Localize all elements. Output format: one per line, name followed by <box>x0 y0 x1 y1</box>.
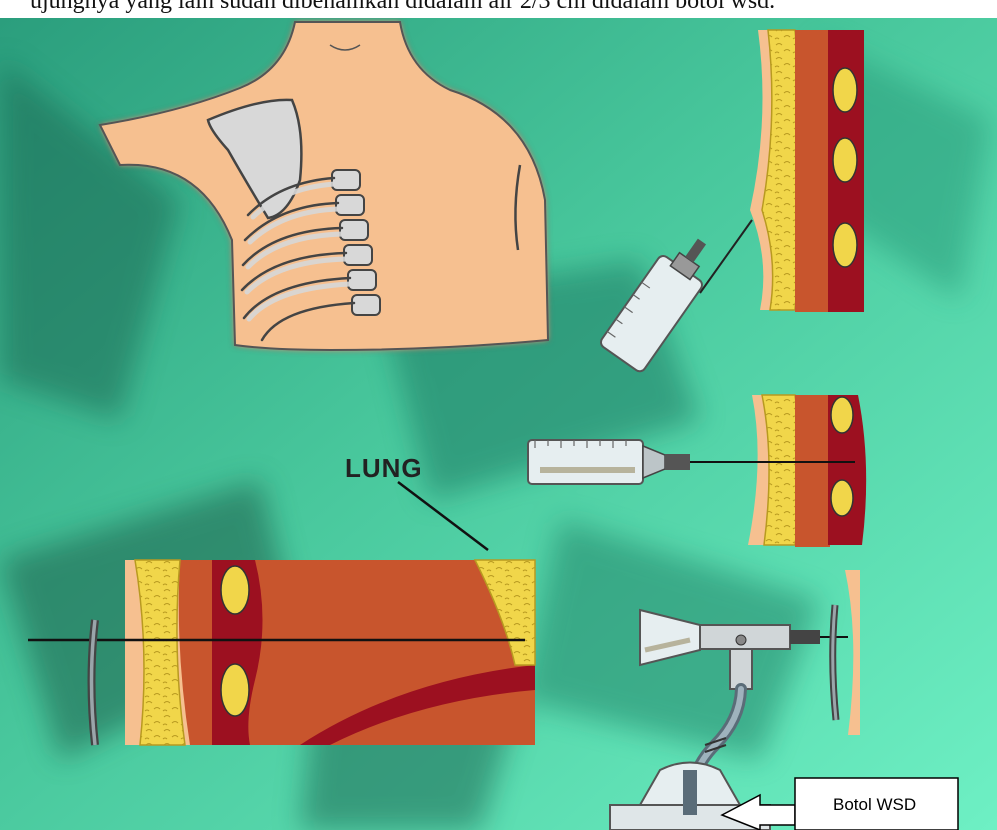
botol-wsd-label: Botol WSD <box>833 795 916 814</box>
caption-text: ujungnya yang lain sudah dibenamkan dida… <box>30 0 775 15</box>
intercostal-vessels-top <box>833 68 857 267</box>
lung-label: LUNG <box>345 453 423 483</box>
clamp-right <box>833 605 836 720</box>
clamp-left <box>92 620 96 745</box>
caption-bar: ujungnya yang lain sudah dibenamkan dida… <box>0 0 997 18</box>
chest-wall-layers-top <box>750 30 864 312</box>
chest-wall-layers-middle <box>748 395 866 547</box>
